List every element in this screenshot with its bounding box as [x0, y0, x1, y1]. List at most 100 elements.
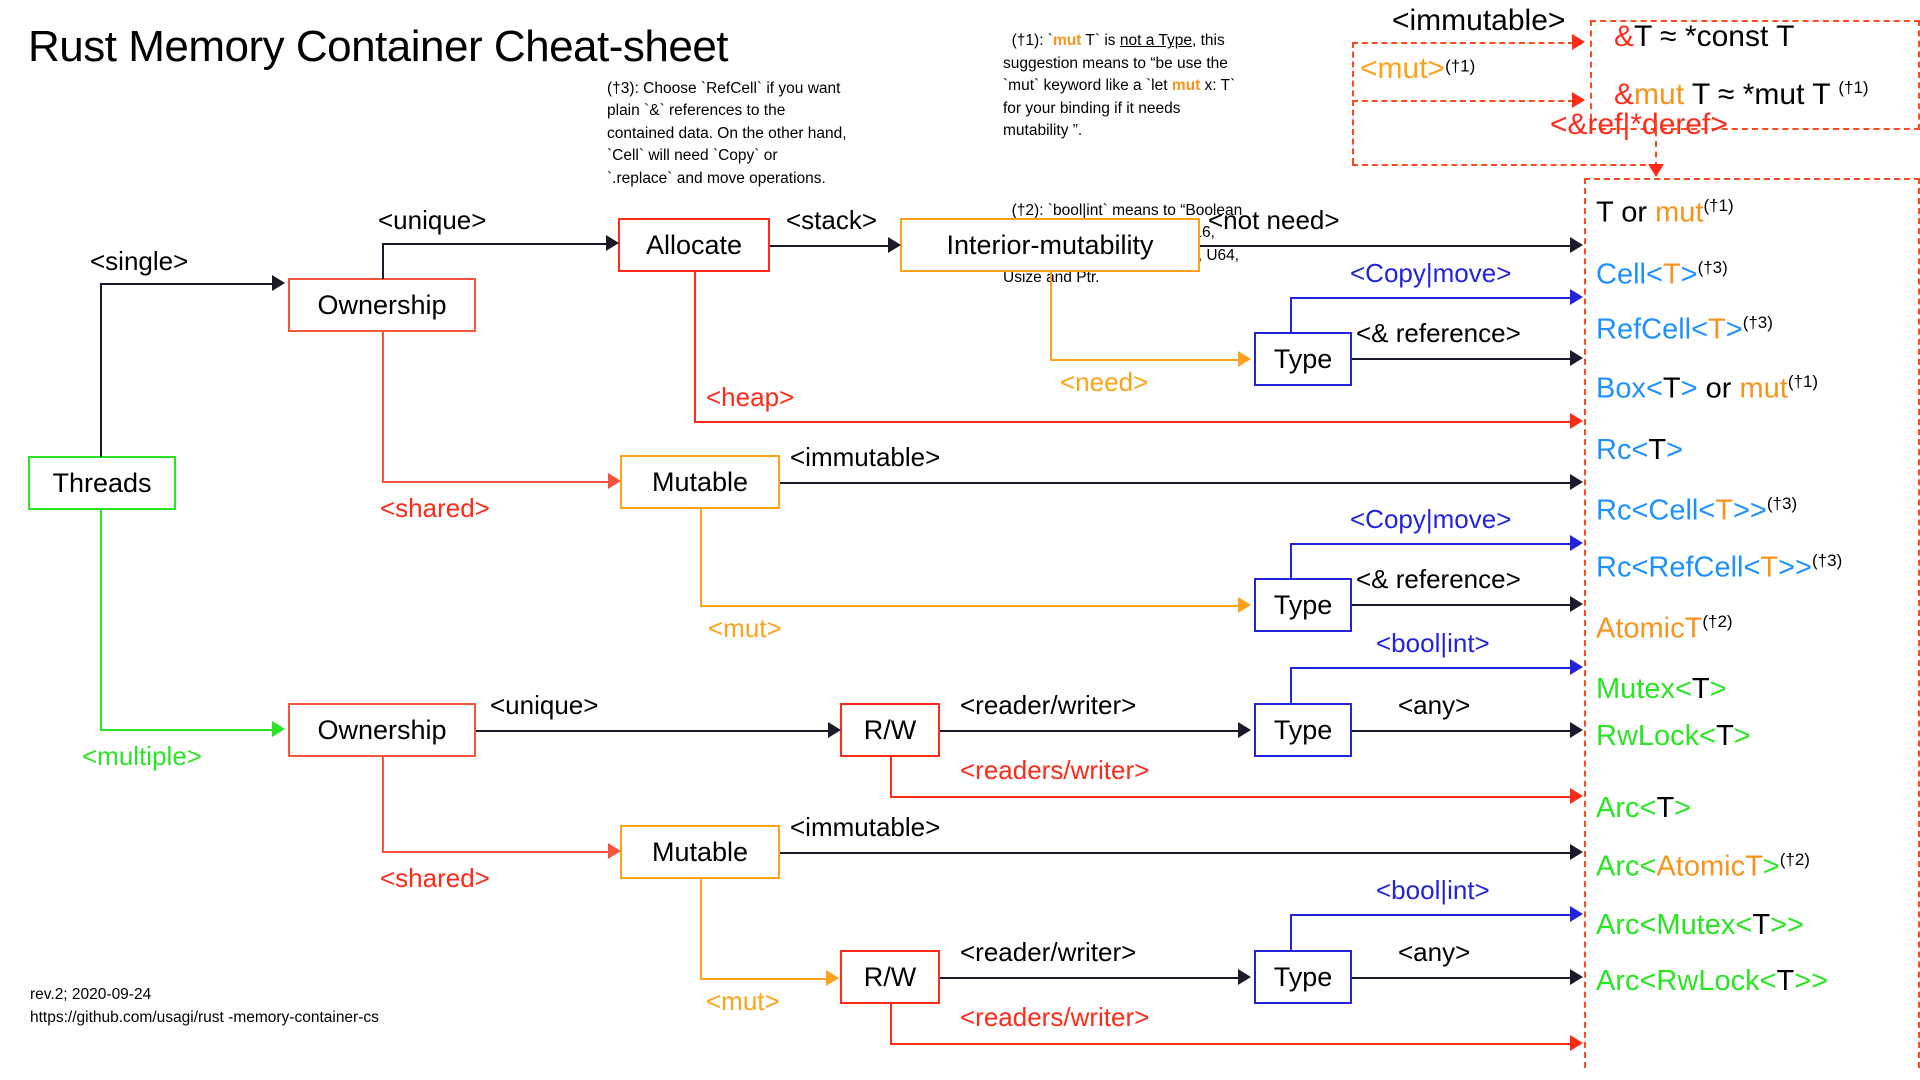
- output-arc-mutex-t-part: Arc<Mutex<: [1596, 909, 1753, 941]
- edge-threads-multiple-v: [100, 509, 102, 731]
- label-multiple: <multiple>: [82, 741, 202, 771]
- node-rw-2-label: R/W: [863, 961, 917, 992]
- edge-shared1-arrow: [608, 473, 621, 489]
- output-rwlock-t: RwLock<T>: [1596, 720, 1751, 753]
- label-mut-2: <mut>: [706, 986, 780, 1016]
- output-cell-t-part: >: [1680, 258, 1698, 291]
- output-rc-refcell-t-part: T: [1760, 551, 1779, 584]
- node-threads[interactable]: Threads: [28, 456, 176, 510]
- edge-shared1-v: [382, 331, 384, 481]
- output-arc-mutex-t: Arc<Mutex<T>>: [1596, 909, 1804, 942]
- ref-arrow-immutable-head: [1572, 34, 1585, 50]
- edge-threads-single-h: [100, 283, 273, 285]
- output-arc-rwlock-t-part: >>: [1794, 965, 1829, 997]
- output-mutex-t-part: Mutex<: [1596, 673, 1692, 705]
- output-cell-t-part: T: [1662, 258, 1681, 291]
- edge-ref2-h: [1352, 604, 1574, 606]
- footer-text: rev.2; 2020-09-24 https://github.com/usa…: [30, 986, 379, 1027]
- edge-shared2-arrow: [608, 843, 621, 859]
- edge-unique1-arrow: [606, 235, 619, 251]
- ref-label-deref: <&ref|*deref>: [1550, 108, 1728, 141]
- edge-immutable1-h: [780, 482, 1574, 484]
- ref-line-const: &T ≈ *const T: [1614, 20, 1794, 54]
- ref-label-mut-sup: (†1): [1445, 56, 1476, 76]
- ref-drop-line: [1655, 120, 1657, 168]
- output-box-t-or-mut-part: mut: [1739, 372, 1788, 405]
- edge-ref1-h: [1352, 358, 1574, 360]
- ref-drop-arrowhead: [1648, 164, 1664, 177]
- node-type-1[interactable]: Type: [1254, 332, 1352, 386]
- edge-unique1-h: [382, 243, 614, 245]
- output-rc-t-part: >: [1666, 434, 1684, 466]
- node-type-4-label: Type: [1273, 961, 1333, 992]
- node-ownership-multi[interactable]: Ownership: [288, 703, 476, 757]
- node-allocate[interactable]: Allocate: [618, 218, 770, 272]
- output-arc-t-part: T: [1656, 792, 1675, 824]
- node-type-2[interactable]: Type: [1254, 578, 1352, 632]
- edge-readerwriter1-arrow: [1238, 722, 1251, 738]
- output-mutex-t-part: >: [1709, 673, 1727, 705]
- output-atomic-t-part: AtomicT: [1596, 612, 1703, 645]
- edge-threads-single-arrow: [272, 275, 285, 291]
- output-arc-t-part: Arc<: [1596, 792, 1657, 824]
- output-frame-top: [1584, 178, 1920, 180]
- output-refcell-t: RefCell<T>(†3): [1596, 313, 1773, 347]
- edge-readerswriter2-arrow: [1570, 1035, 1583, 1051]
- ref-outer-bottom: [1352, 164, 1656, 166]
- edge-readerwriter2-h: [940, 977, 1242, 979]
- label-readers-writer-2: <readers/writer>: [960, 1002, 1150, 1032]
- node-type-3[interactable]: Type: [1254, 703, 1352, 757]
- output-arc-mutex-t-part: >>: [1770, 909, 1804, 941]
- label-any-2: <any>: [1398, 937, 1471, 967]
- output-arc-rwlock-t-part: T: [1776, 965, 1795, 997]
- ref-outer-left: [1352, 42, 1354, 164]
- edge-mut1-h: [700, 605, 1242, 607]
- edge-readerswriter1-v: [890, 756, 892, 796]
- output-arc-t: Arc<T>: [1596, 792, 1691, 825]
- edge-ref2-arrow: [1570, 596, 1583, 612]
- output-arc-atomic-t-part: >: [1762, 850, 1780, 883]
- edge-heap-h: [694, 421, 1574, 423]
- edge-immutable2-arrow: [1570, 844, 1583, 860]
- edge-notneed-h: [1200, 245, 1574, 247]
- label-copy-move-2: <Copy|move>: [1350, 504, 1512, 534]
- node-allocate-label: Allocate: [645, 229, 743, 260]
- output-box-t-or-mut-part: T: [1662, 372, 1681, 405]
- node-ownership-single[interactable]: Ownership: [288, 278, 476, 332]
- ref-arrow-mut-line: [1352, 100, 1574, 102]
- edge-unique2-h: [476, 730, 832, 732]
- edge-threads-multiple-arrow: [272, 721, 285, 737]
- output-atomic-t-sup: (†2): [1702, 612, 1733, 631]
- edge-ref1-arrow: [1570, 350, 1583, 366]
- node-threads-label: Threads: [52, 467, 152, 498]
- ref-line-mut-amp: &: [1614, 78, 1635, 111]
- edge-shared2-h: [382, 851, 615, 853]
- edge-copymove2-arrow: [1570, 535, 1583, 551]
- node-rw-2[interactable]: R/W: [840, 950, 940, 1004]
- edge-immutable2-h: [780, 852, 1574, 854]
- edge-any1-h: [1352, 730, 1574, 732]
- node-mutable-multi[interactable]: Mutable: [620, 825, 780, 879]
- label-immutable-1: <immutable>: [790, 442, 941, 472]
- node-ownership-single-label: Ownership: [317, 289, 447, 320]
- output-refcell-t-part: >: [1725, 313, 1743, 346]
- output-rc-cell-t-part: Rc<Cell<: [1596, 494, 1716, 527]
- node-type-4[interactable]: Type: [1254, 950, 1352, 1004]
- output-rc-cell-t-sup: (†3): [1766, 494, 1798, 513]
- output-refcell-t-sup: (†3): [1742, 313, 1773, 332]
- output-rc-refcell-t-part: Rc<RefCell<: [1596, 551, 1761, 584]
- output-rc-refcell-t-part: >>: [1778, 551, 1812, 584]
- output-frame-left: [1584, 178, 1586, 1068]
- edge-threads-single-v: [100, 283, 102, 457]
- node-interior-mutability[interactable]: Interior-mutability: [900, 218, 1200, 272]
- output-box-t-or-mut-part: or: [1697, 372, 1740, 405]
- node-mutable-single[interactable]: Mutable: [620, 455, 780, 509]
- note-3: (†3): Choose `RefCell` if you want plain…: [607, 80, 851, 187]
- node-rw-1[interactable]: R/W: [840, 703, 940, 757]
- label-shared-1: <shared>: [380, 493, 490, 523]
- edge-readerwriter1-h: [940, 730, 1242, 732]
- output-rc-refcell-t: Rc<RefCell<T>>(†3): [1596, 551, 1842, 585]
- label-mut-1: <mut>: [708, 613, 782, 643]
- ref-arrow-mut-head: [1572, 92, 1585, 108]
- ref-arrow-immutable-line: [1352, 42, 1574, 44]
